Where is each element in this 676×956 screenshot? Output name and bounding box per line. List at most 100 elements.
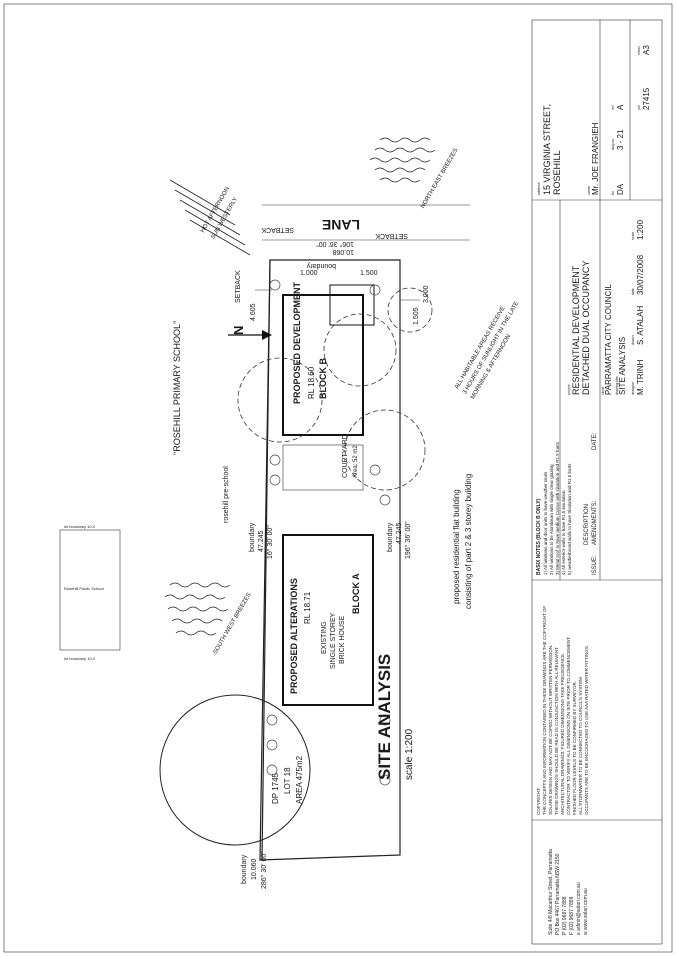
copyright-heading: COPYRIGHT: <box>536 787 541 815</box>
dwg-value: 3 - 21 <box>616 129 625 150</box>
north-arrow <box>228 330 272 340</box>
for-value: DA <box>616 183 625 195</box>
address-line-1: 15 VIRGINIA STREET, <box>542 104 552 195</box>
neighbour-label-1: lot boundary 10.0 <box>64 524 96 529</box>
copyright-line-4: ARCHITECTURAL DRAWINGS. FIGURED DIMENSIO… <box>560 653 565 815</box>
school-label: "ROSEHILL PRIMARY SCHOOL" <box>172 321 182 455</box>
sun-note-line2: 3 HOURS OF SUNLIGHT IN THE LATE <box>462 301 520 396</box>
copyright-line-8: OCCUPANTS ARE TO BE ENCOURAGED TO USE AA… <box>584 645 589 815</box>
project-line-1: RESIDENTIAL DEVELOPMENT <box>571 265 581 395</box>
scale-value: 1:200 <box>636 219 645 240</box>
owner-label: owner <box>587 185 591 195</box>
drawn-value: S. ATALAH <box>636 306 645 345</box>
job-value: 27415 <box>642 87 651 110</box>
basix-line-1: 1) All windows and door units to have we… <box>543 471 548 575</box>
boundary-left-angle: 16° 30' 00" <box>266 525 274 559</box>
hedge-plants <box>266 279 391 786</box>
boundary-top-word: boundary <box>306 262 336 269</box>
sheet-border <box>3 3 673 953</box>
block-b-rl: RL 18.60 <box>307 366 316 399</box>
date-value-label: date <box>631 288 635 295</box>
client-label: client <box>601 387 605 395</box>
for-label: for <box>611 190 615 195</box>
afternoon-sun-arrows <box>169 179 251 256</box>
flat-note-line2: consisting of part 2 & 3 storey building <box>464 474 473 609</box>
client-value: PARRAMATTA CITY COUNCIL <box>604 283 613 395</box>
dim-top-width-2: 1.500 <box>360 270 378 277</box>
site-analysis-scale: scale 1:200 <box>404 728 415 780</box>
title-block-frame <box>531 19 663 945</box>
copyright-line-7: ALL STORMWATER TO BE CONNECTED TO COUNCI… <box>578 676 583 815</box>
lane-label: LANE <box>322 217 360 233</box>
drawn-label: drawn <box>631 335 635 345</box>
dwg-label: dwg no <box>611 139 615 150</box>
firm-line-6: w www.solari.com.au <box>583 888 589 935</box>
firm-line-3: P (02) 9687 7888 <box>562 896 568 935</box>
boundary-right-length: 47.245 <box>396 522 403 544</box>
site-boundary <box>259 259 401 861</box>
address-line-2: ROSEHILL <box>552 150 562 195</box>
basix-heading: BASIX NOTES (BLOCK B ONLY) <box>536 498 542 575</box>
large-tree-canopy <box>159 694 311 846</box>
job-label: job <box>637 105 641 111</box>
copyright-line-2: SOLARIS DESIGN AND MAY NOT BE COPIED WIT… <box>548 645 553 815</box>
tree-canopy-4 <box>387 287 433 333</box>
copyright-line-5: CONTRACTOR TO VERIFY ALL DIMENSIONS ON S… <box>566 636 571 815</box>
address-label: address <box>537 182 541 195</box>
block-a-existing-2: SINGLE STOREY <box>330 612 337 669</box>
boundary-top-length: 10.068 <box>332 248 354 255</box>
copyright-line-3: THESE DRAWINGS SHOULD BE READ IN CONJUNC… <box>554 647 559 815</box>
north-label: N <box>231 326 246 335</box>
block-a-title: PROPOSED ALTERATIONS <box>289 578 299 694</box>
basix-line-5: 5) weatherboard walls to have Sisalation… <box>567 463 572 575</box>
courtyard-outline <box>282 444 364 491</box>
copyright-line-6: FINISHED FLOOR LEVELS TO BE CONFIRMED BY… <box>572 681 577 815</box>
lot-number: LOT 18 <box>283 767 292 794</box>
neighbour-label-3: lot boundary 10.0 <box>64 656 96 661</box>
dim-top-width-1: 1.000 <box>300 270 318 277</box>
site-analysis-title: SITE ANALYSIS <box>375 654 394 780</box>
neighbour-label-2: Rosehill Public School <box>64 586 104 591</box>
block-b-outline <box>282 294 364 436</box>
firm-line-2: PO Box 4467 Parramatta NSW 2150 <box>555 853 561 935</box>
boundary-bottom-word: boundary <box>241 854 248 884</box>
basix-line-4: 4) All exterior walls to have R1.5 insul… <box>561 490 566 575</box>
block-b-porch <box>329 284 375 326</box>
dim-offset-1: 4.605 <box>250 303 257 321</box>
block-a-outline <box>282 534 374 706</box>
boundary-top-angle: 106° 36' 00" <box>316 240 354 248</box>
boundary-bottom-angle: 286° 30' 00" <box>260 851 268 889</box>
drawing-title-label: drawing title <box>615 376 619 395</box>
south-west-breeze-arrows <box>164 582 231 636</box>
boundary-west <box>261 259 271 861</box>
date-label: DATE: <box>592 432 598 450</box>
rev-value: A <box>616 104 625 110</box>
tree-canopy-3 <box>344 409 426 491</box>
copyright-line-1: THE CONCEPTS AND INFORMATION CONTAINED I… <box>542 606 547 815</box>
drawing-title-value: SITE ANALYSIS <box>618 337 627 395</box>
scale-label: scale <box>631 232 635 240</box>
date-value: 30/07/2008 <box>636 254 645 295</box>
issue-label: ISSUE: <box>592 555 598 575</box>
courtyard-label: COURTYARD <box>342 434 349 478</box>
boundary-left-word: boundary <box>249 522 256 552</box>
rev-label: rev <box>611 105 615 110</box>
description-label: DESCRIPTION <box>584 504 590 545</box>
lot-area: AREA 475m2 <box>295 755 304 804</box>
south-west-breeze-label: SOUTH WEST BREEZES <box>213 592 253 655</box>
designer-value: M. TRINH <box>636 359 645 395</box>
firm-line-5: e admin@solari.com.au <box>576 882 582 935</box>
setback-label-right: SETBACK <box>375 232 408 239</box>
basix-line-2: 2) All windows to be Aluminium with sing… <box>549 464 554 575</box>
preschool-label: rosehill pre-school <box>223 466 230 523</box>
block-a-name: BLOCK A <box>351 573 361 614</box>
amendments-label: AMENDMENTS: <box>592 500 598 545</box>
block-a-rl: RL 18.71 <box>303 591 312 624</box>
north-east-breeze-label: NORTH EAST BREEZES <box>420 148 459 210</box>
boundary-bottom-length: 10.060 <box>251 858 258 880</box>
courtyard-area: Area: 52 m2 <box>353 445 359 478</box>
block-a-existing-1: EXISTING <box>321 621 328 654</box>
tree-canopy-1 <box>237 357 323 443</box>
block-b-title: PROPOSED DEVELOPMENT <box>292 281 302 404</box>
